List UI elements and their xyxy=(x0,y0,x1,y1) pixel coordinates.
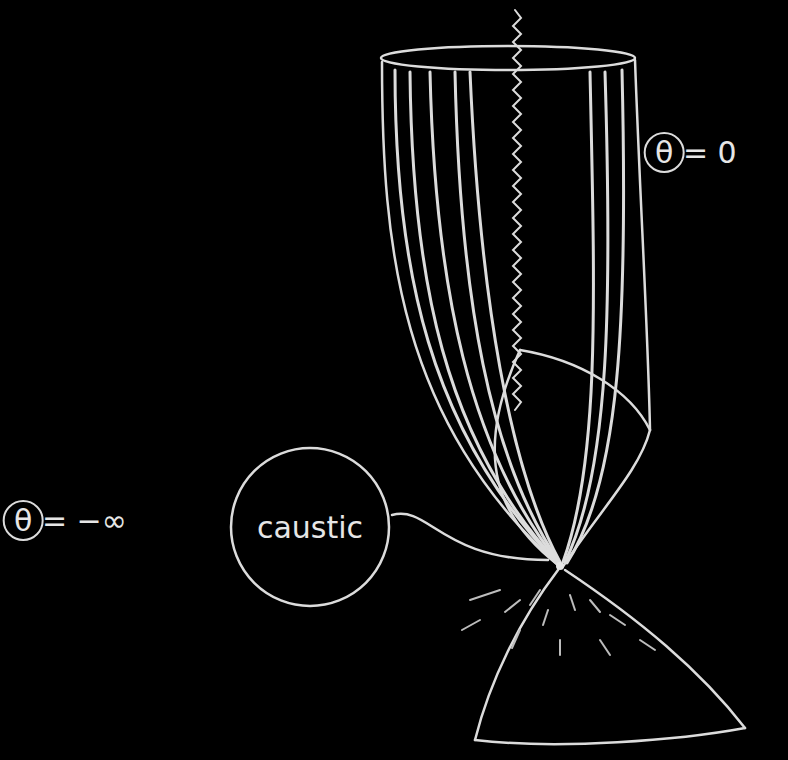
expansion-label: θ = 0 xyxy=(655,135,737,170)
caustic-circle: caustic xyxy=(228,445,392,609)
expansion-label: θ = −∞ xyxy=(14,503,127,538)
node-text: caustic xyxy=(257,510,363,545)
